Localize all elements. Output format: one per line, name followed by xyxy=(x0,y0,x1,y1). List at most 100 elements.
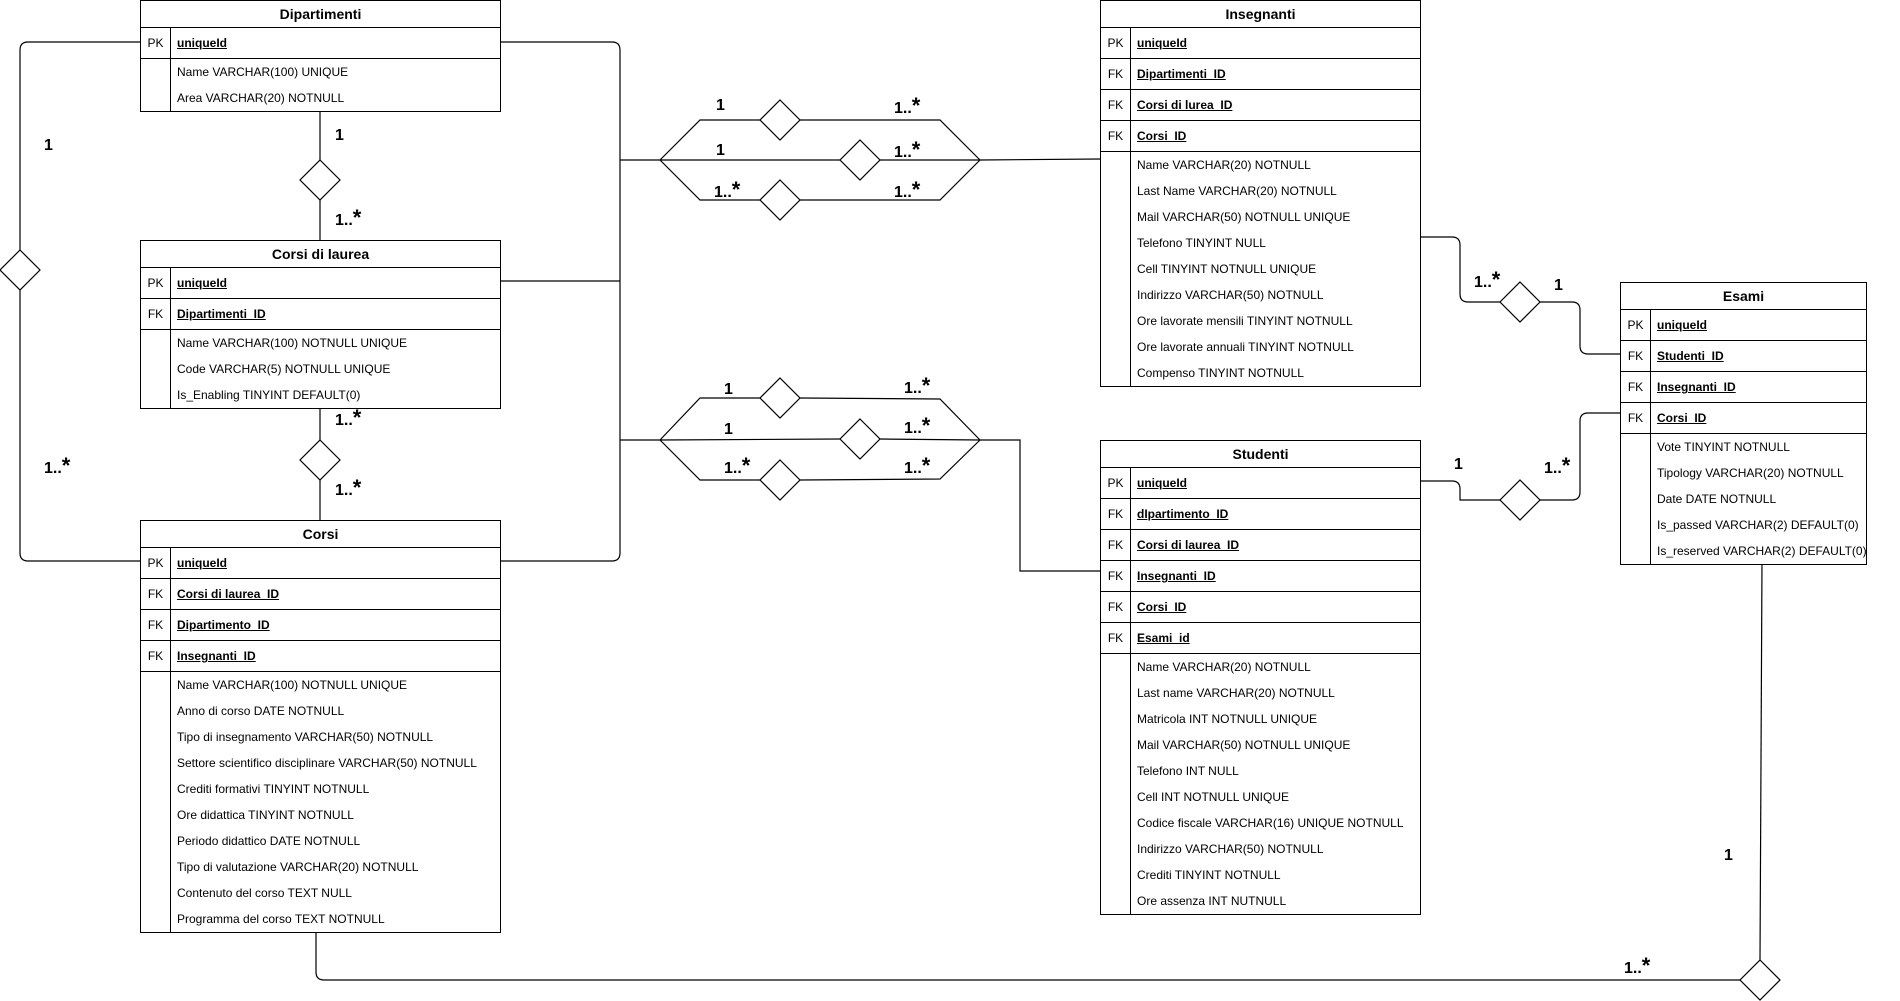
attribute-row: Settore scientifico disciplinare VARCHAR… xyxy=(177,756,477,770)
attribute-row: Name VARCHAR(100) NOTNULL UNIQUE xyxy=(177,336,408,350)
cardinality-one: 1 xyxy=(724,381,733,398)
cardinality-many: 1..* xyxy=(894,95,920,117)
relationship-diamond xyxy=(759,99,801,141)
attribute-gutter xyxy=(1621,434,1651,564)
foreign-key-marker: FK xyxy=(1621,403,1651,433)
relationship-diamond xyxy=(299,159,341,201)
connector-line xyxy=(980,439,1100,572)
cardinality-prefix: 1.. xyxy=(335,412,353,429)
foreign-key-marker: FK xyxy=(1621,372,1651,402)
cardinality-prefix: 1.. xyxy=(335,482,353,499)
entity-title: Esami xyxy=(1621,283,1866,310)
attribute-gutter xyxy=(141,330,171,408)
attribute-row: Name VARCHAR(100) UNIQUE xyxy=(177,65,349,79)
cardinality-many: 1..* xyxy=(904,455,930,477)
attribute-row: Codice fiscale VARCHAR(16) UNIQUE NOTNUL… xyxy=(1137,816,1404,830)
relationship-diamond xyxy=(1499,479,1541,521)
cardinality-prefix: 1.. xyxy=(1624,960,1642,977)
entity-title: Corsi di laurea xyxy=(141,241,500,268)
cardinality-star: * xyxy=(352,475,362,500)
key-field-name: uniqueId xyxy=(177,36,227,50)
attribute-row: Code VARCHAR(5) NOTNULL UNIQUE xyxy=(177,362,391,376)
primary-key-marker: PK xyxy=(141,28,171,58)
cardinality-star: * xyxy=(352,405,362,430)
cardinality-one: 1 xyxy=(716,97,725,114)
connector-line xyxy=(659,119,760,161)
attribute-row: Crediti TINYINT NOTNULL xyxy=(1137,868,1281,882)
foreign-key-marker: FK xyxy=(141,299,171,329)
foreign-key-marker: FK xyxy=(1101,592,1131,622)
cardinality-prefix: 1.. xyxy=(904,380,922,397)
cardinality-star: * xyxy=(352,205,362,230)
key-field-name: dIpartimento_ID xyxy=(1137,507,1229,521)
key-field-name: uniqueId xyxy=(177,556,227,570)
attribute-row: Name VARCHAR(20) NOTNULL xyxy=(1137,158,1311,172)
foreign-key-marker: FK xyxy=(1621,341,1651,371)
attribute-gutter xyxy=(1101,152,1131,386)
attribute-row: Area VARCHAR(20) NOTNULL xyxy=(177,91,345,105)
primary-key-marker: PK xyxy=(1621,310,1651,340)
connector-line xyxy=(800,159,981,201)
connector-line xyxy=(979,158,1101,161)
cardinality-star: * xyxy=(921,453,931,478)
attribute-row: Ore didattica TINYINT NOTNULL xyxy=(177,808,354,822)
attribute-row: Cell TINYINT NOTNULL UNIQUE xyxy=(1137,262,1317,276)
entity-title: Dipartimenti xyxy=(141,1,500,28)
connector-line xyxy=(799,439,981,481)
cardinality-star: * xyxy=(741,453,751,478)
cardinality-prefix: 1.. xyxy=(894,144,912,161)
cardinality-many: 1..* xyxy=(894,179,920,201)
relationship-diamond xyxy=(1499,281,1541,323)
attribute-list: Name VARCHAR(100) NOTNULL UNIQUE Code VAR… xyxy=(141,330,500,408)
cardinality-star: * xyxy=(911,177,921,202)
connector-line xyxy=(315,928,1740,981)
relationship-diamond xyxy=(839,139,881,181)
attribute-row: Tipo di valutazione VARCHAR(20) NOTNULL xyxy=(177,860,419,874)
cardinality-prefix: 1.. xyxy=(1474,274,1492,291)
cardinality-many: 1..* xyxy=(335,407,361,429)
attribute-row: Name VARCHAR(20) NOTNULL xyxy=(1137,660,1311,674)
cardinality-one: 1 xyxy=(1554,277,1563,294)
connector-line xyxy=(800,119,981,161)
cardinality-many: 1..* xyxy=(724,455,750,477)
attribute-row: Periodo didattico DATE NOTNULL xyxy=(177,834,361,848)
attribute-row: Cell INT NOTNULL UNIQUE xyxy=(1137,790,1290,804)
key-field-name: Dipartimenti_ID xyxy=(177,307,266,321)
key-field-name: Corsi_ID xyxy=(1657,411,1707,425)
key-field-name: Insegnanti_ID xyxy=(1657,380,1736,394)
cardinality-prefix: 1.. xyxy=(904,420,922,437)
connector-line xyxy=(1759,559,1763,961)
key-field-name: Insegnanti_ID xyxy=(1137,569,1216,583)
cardinality-star: * xyxy=(1641,953,1651,978)
attribute-row: Is_reserved VARCHAR(2) DEFAULT(0) xyxy=(1657,544,1866,558)
primary-key-marker: PK xyxy=(141,268,171,298)
cardinality-prefix: 1.. xyxy=(724,460,742,477)
foreign-key-marker: FK xyxy=(1101,561,1131,591)
attribute-gutter xyxy=(1101,654,1131,914)
attribute-row: Name VARCHAR(100) NOTNULL UNIQUE xyxy=(177,678,408,692)
key-field-name: Corsi di laurea_ID xyxy=(177,587,280,601)
key-row-corsi-id: FK Corsi_ID xyxy=(1621,403,1866,434)
cardinality-star: * xyxy=(911,137,921,162)
cardinality-one: 1 xyxy=(724,421,733,438)
connector-line xyxy=(19,41,140,250)
attribute-row: Vote TINYINT NOTNULL xyxy=(1657,440,1790,454)
connector-line xyxy=(500,41,621,562)
